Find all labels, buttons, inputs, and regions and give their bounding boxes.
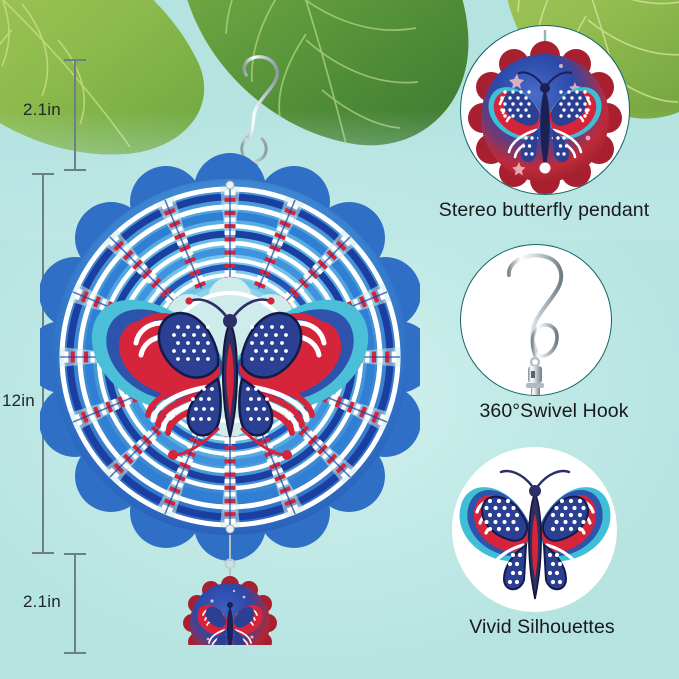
- inset-pendant-circle: [460, 25, 630, 195]
- inset-hook-circle: [460, 244, 612, 396]
- leaf-center: [168, 0, 498, 182]
- s-hook-icon: [240, 55, 279, 163]
- dim-label-middle: 12in: [2, 391, 35, 410]
- dim-tick-top-lower: [64, 169, 86, 171]
- dim-tick-bottom-lower: [64, 652, 86, 654]
- dim-label-bottom: 2.1in: [23, 592, 61, 611]
- dim-line-bottom: [74, 553, 76, 653]
- center-butterfly: [91, 297, 369, 460]
- silhouette-butterfly: [459, 469, 611, 600]
- dim-line-top: [74, 59, 76, 170]
- caption-hook: 360°Swivel Hook: [479, 400, 629, 422]
- main-wind-spinner: [26, 45, 434, 670]
- spinner-disk: [26, 153, 434, 561]
- dim-tick-middle-lower: [32, 552, 54, 554]
- inset-silhouette-circle: [452, 447, 617, 612]
- swivel-hook-icon: [507, 253, 564, 395]
- caption-silhouette: Vivid Silhouettes: [469, 616, 615, 638]
- bottom-pendant: [183, 535, 277, 670]
- caption-pendant: Stereo butterfly pendant: [438, 199, 650, 221]
- pendant-butterfly: [488, 71, 602, 170]
- dim-label-top: 2.1in: [23, 100, 61, 119]
